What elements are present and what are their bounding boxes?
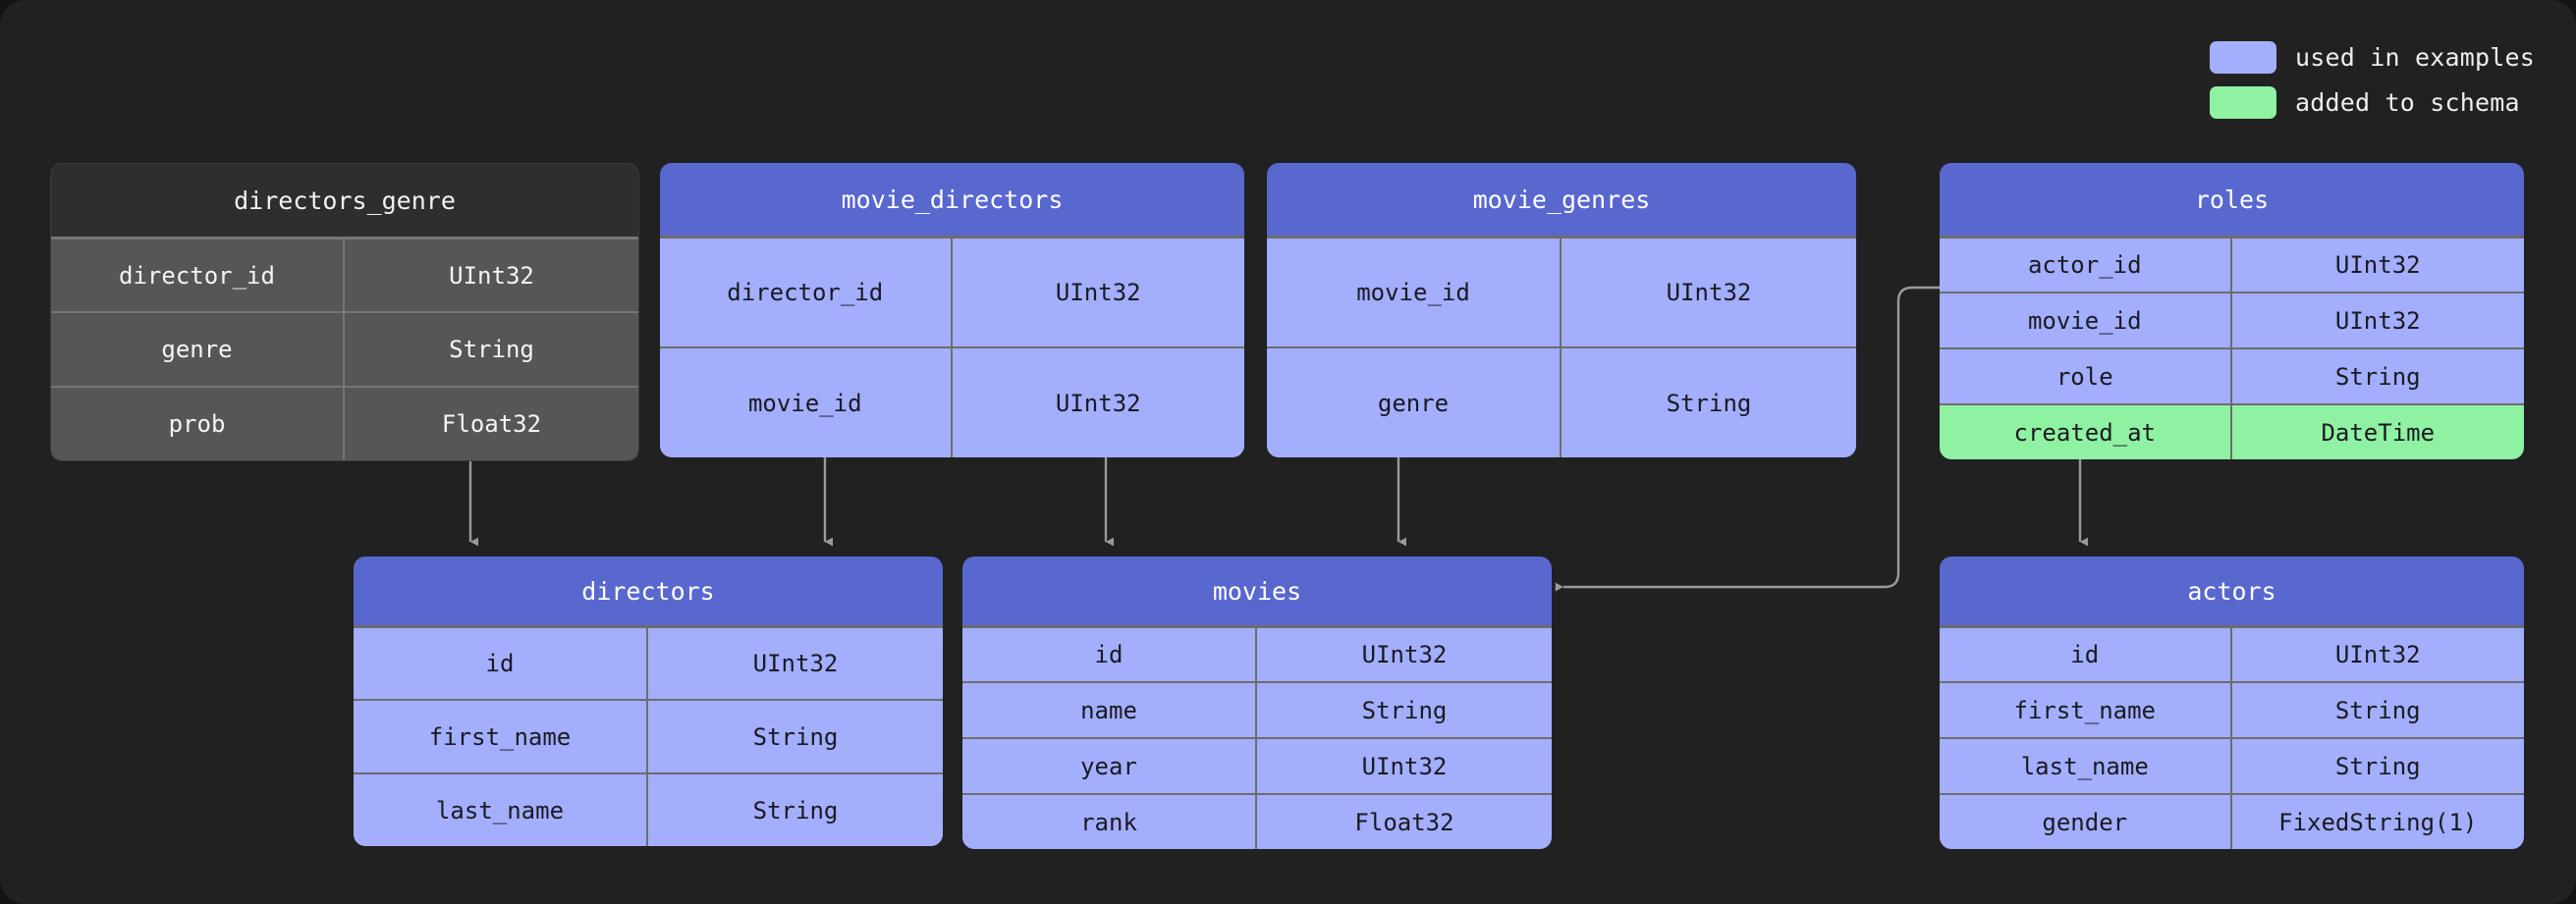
- column-name: gender: [1940, 795, 2232, 849]
- table-row[interactable]: prob Float32: [51, 386, 638, 460]
- table-row[interactable]: name String: [962, 681, 1552, 737]
- column-type: String: [1666, 389, 1752, 417]
- table-title-movie-directors: movie_directors: [660, 163, 1244, 236]
- column-name: rank: [962, 795, 1257, 849]
- green-swatch-icon: [2209, 86, 2276, 119]
- column-type: String: [752, 796, 839, 824]
- table-directors-genre[interactable]: directors_genre director_id UInt32 genre…: [50, 163, 639, 461]
- table-row[interactable]: gender FixedString(1): [1940, 793, 2524, 849]
- column-name: last_name: [1940, 739, 2232, 793]
- column-type: UInt32: [2334, 306, 2421, 335]
- column-type: DateTime: [2321, 418, 2436, 447]
- column-type: String: [2334, 362, 2421, 391]
- table-row[interactable]: first_name String: [1940, 681, 2524, 737]
- table-row-added[interactable]: created_at DateTime: [1940, 403, 2524, 459]
- table-row[interactable]: id UInt32: [354, 625, 943, 699]
- column-type: Float32: [1354, 808, 1454, 836]
- legend: used in examples added to schema: [2209, 41, 2535, 119]
- table-row[interactable]: last_name String: [1940, 737, 2524, 793]
- column-type: UInt32: [2334, 251, 2421, 279]
- legend-item-used-in-examples: used in examples: [2209, 41, 2535, 74]
- column-type: UInt32: [1666, 279, 1752, 306]
- column-type: Float32: [441, 410, 542, 438]
- column-name: id: [354, 628, 648, 699]
- column-type: UInt32: [2334, 641, 2421, 668]
- column-name: id: [962, 628, 1257, 681]
- table-movie-genres[interactable]: movie_genres movie_id UInt32 genre Strin…: [1267, 163, 1856, 457]
- table-row[interactable]: role String: [1940, 347, 2524, 403]
- column-type: String: [2334, 696, 2421, 724]
- column-type: UInt32: [1361, 641, 1448, 668]
- legend-item-added-to-schema: added to schema: [2209, 86, 2535, 119]
- column-type: UInt32: [449, 261, 534, 290]
- column-name: role: [1940, 349, 2232, 403]
- table-title-directors-genre: directors_genre: [51, 164, 638, 237]
- table-row[interactable]: first_name String: [354, 699, 943, 772]
- table-title-movies: movies: [962, 557, 1552, 625]
- table-row[interactable]: genre String: [1267, 346, 1856, 457]
- column-name: genre: [1267, 348, 1562, 457]
- table-row[interactable]: director_id UInt32: [51, 237, 638, 311]
- column-type: String: [752, 722, 839, 751]
- table-roles[interactable]: roles actor_id UInt32 movie_id UInt32 ro…: [1940, 163, 2524, 459]
- legend-label-added-to-schema: added to schema: [2294, 88, 2520, 117]
- column-name: genre: [51, 313, 345, 386]
- table-row[interactable]: genre String: [51, 311, 638, 386]
- table-row[interactable]: year UInt32: [962, 737, 1552, 793]
- column-name: actor_id: [1940, 239, 2232, 292]
- table-title-actors: actors: [1940, 557, 2524, 625]
- column-name: first_name: [1940, 683, 2232, 737]
- table-title-directors: directors: [354, 557, 943, 625]
- column-name: created_at: [1940, 405, 2232, 459]
- table-directors[interactable]: directors id UInt32 first_name String la…: [354, 557, 943, 846]
- column-name: movie_id: [1267, 239, 1562, 346]
- column-type: UInt32: [752, 650, 839, 677]
- column-type: UInt32: [1055, 279, 1141, 306]
- table-row[interactable]: director_id UInt32: [660, 236, 1244, 346]
- column-name: id: [1940, 628, 2232, 681]
- table-row[interactable]: rank Float32: [962, 793, 1552, 849]
- table-row[interactable]: id UInt32: [1940, 625, 2524, 681]
- column-name: movie_id: [660, 348, 953, 457]
- column-name: prob: [51, 388, 345, 460]
- column-name: director_id: [660, 239, 953, 346]
- column-type: UInt32: [1055, 389, 1141, 417]
- table-row[interactable]: last_name String: [354, 772, 943, 846]
- table-row[interactable]: movie_id UInt32: [660, 346, 1244, 457]
- table-title-roles: roles: [1940, 163, 2524, 236]
- table-title-movie-genres: movie_genres: [1267, 163, 1856, 236]
- legend-label-used-in-examples: used in examples: [2294, 43, 2535, 72]
- column-name: movie_id: [1940, 293, 2232, 347]
- table-row[interactable]: id UInt32: [962, 625, 1552, 681]
- table-row[interactable]: actor_id UInt32: [1940, 236, 2524, 292]
- table-movie-directors[interactable]: movie_directors director_id UInt32 movie…: [660, 163, 1244, 457]
- column-name: first_name: [354, 701, 648, 772]
- table-row[interactable]: movie_id UInt32: [1267, 236, 1856, 346]
- table-movies[interactable]: movies id UInt32 name String year UInt32…: [962, 557, 1552, 849]
- blue-swatch-icon: [2209, 41, 2276, 74]
- table-row[interactable]: movie_id UInt32: [1940, 292, 2524, 347]
- column-type: UInt32: [1361, 752, 1448, 780]
- column-type: FixedString(1): [2278, 808, 2478, 836]
- column-name: director_id: [51, 239, 345, 311]
- column-name: year: [962, 739, 1257, 793]
- column-type: String: [1361, 696, 1448, 724]
- table-actors[interactable]: actors id UInt32 first_name String last_…: [1940, 557, 2524, 849]
- column-name: name: [962, 683, 1257, 737]
- column-type: String: [449, 336, 534, 363]
- column-type: String: [2334, 752, 2421, 780]
- column-name: last_name: [354, 774, 648, 846]
